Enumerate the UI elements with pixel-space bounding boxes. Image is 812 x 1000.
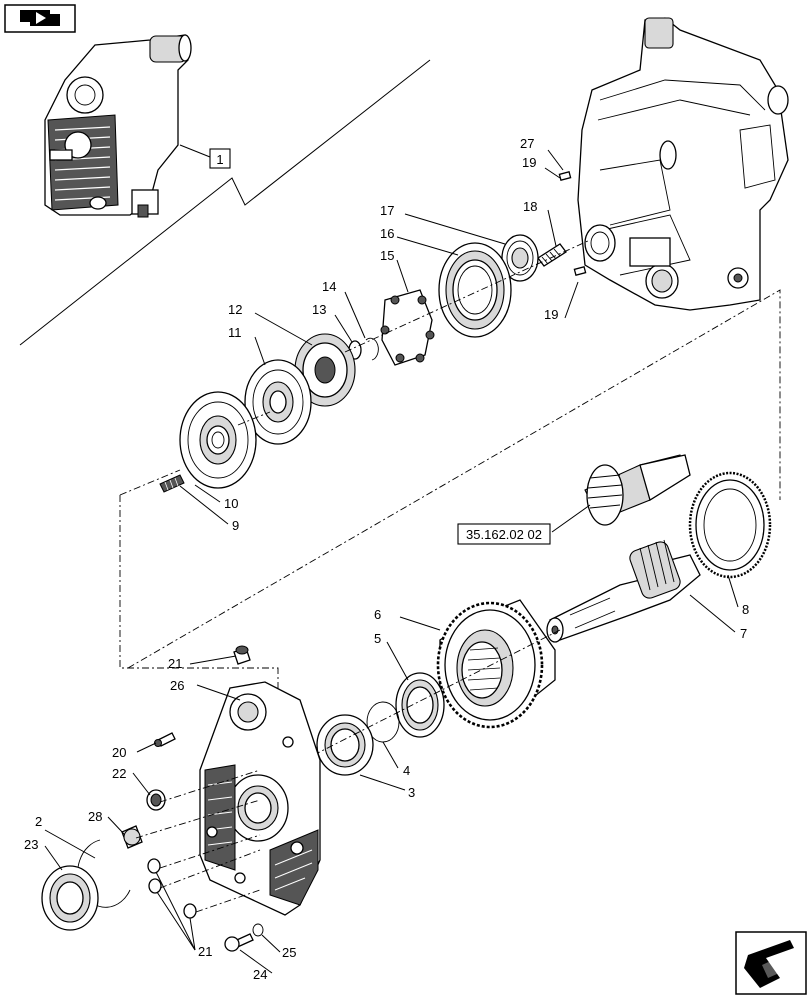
callout-10[interactable]: 10 [224,496,238,511]
rear-cover-26 [199,681,321,916]
callout-6[interactable]: 6 [374,607,381,622]
assembly-dash-line-right [119,411,271,496]
callout-8[interactable]: 8 [742,602,749,617]
output-shaft-7 [546,539,701,643]
callout-22[interactable]: 22 [112,766,126,781]
ref-code-label: 35.162.02 02 [466,527,542,542]
callout-26[interactable]: 26 [170,678,184,693]
axis-dash-cover [135,769,261,913]
reference-box[interactable]: 1 [179,144,231,169]
seal-3 [316,714,374,776]
callout-17[interactable]: 17 [380,203,394,218]
callout-25[interactable]: 25 [282,945,296,960]
callout-15[interactable]: 15 [380,248,394,263]
stud-18 [537,243,567,267]
bearing-16 [438,242,512,338]
assembly-dash-line-long [127,289,781,669]
washer-25 [252,923,264,937]
callout-21-upper[interactable]: 21 [168,656,182,671]
callout-28[interactable]: 28 [88,809,102,824]
dowel-pin-lower [573,266,587,276]
callout-23[interactable]: 23 [24,837,38,852]
callout-16[interactable]: 16 [380,226,394,241]
plug-21-top [233,645,251,665]
clutch-drum-6 [436,599,556,729]
pinion-shaft-reference [584,454,691,526]
circlip-14 [365,337,379,361]
pin-9 [159,474,185,493]
callout-5[interactable]: 5 [374,631,381,646]
callout-21-lower[interactable]: 21 [198,944,212,959]
callout-18[interactable]: 18 [523,199,537,214]
book-arrow-icon[interactable] [4,4,76,33]
assembled-unit-thumbnail [44,34,192,218]
callout-24[interactable]: 24 [253,967,267,982]
callout-7[interactable]: 7 [740,626,747,641]
bolt-24 [224,933,254,952]
seal-23 [41,865,99,931]
callout-20[interactable]: 20 [112,745,126,760]
callout-11[interactable]: 11 [228,325,242,340]
callout-12[interactable]: 12 [228,302,242,317]
piston-11 [244,359,312,445]
callout-9[interactable]: 9 [232,518,239,533]
plug-28 [121,825,143,849]
callout-2[interactable]: 2 [35,814,42,829]
break-line [19,59,431,346]
ref-code-box[interactable]: 35.162.02 02 [457,504,591,545]
dowel-pin-upper [558,171,572,181]
leader-lines [44,149,739,974]
callout-labels: 27 19 18 17 16 15 19 14 13 12 11 10 9 8 … [24,136,749,982]
callout-3[interactable]: 3 [408,785,415,800]
callout-19-lower[interactable]: 19 [544,307,558,322]
plug-22 [146,789,166,811]
carrier-10 [179,391,257,489]
callout-19-upper[interactable]: 19 [522,155,536,170]
bolt-20 [154,732,176,747]
callout-14[interactable]: 14 [322,279,336,294]
gearbox-housing [577,17,789,311]
axis-dash-bottom [299,629,561,763]
plug-21-lower [147,858,197,919]
disc-12 [294,333,356,407]
spring-plate-15 [380,289,435,366]
reference-box-label: 1 [216,152,223,167]
return-arrow-icon[interactable] [735,931,807,995]
bearing-5 [395,672,445,738]
friction-disc-8 [688,471,772,579]
callout-4[interactable]: 4 [403,763,410,778]
callout-27[interactable]: 27 [520,136,534,151]
callout-13[interactable]: 13 [312,302,326,317]
